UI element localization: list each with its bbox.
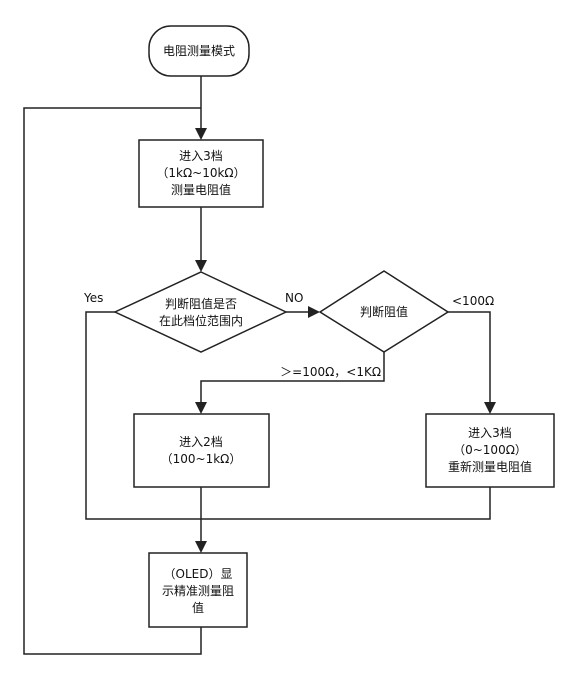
range3-high-line1: 进入3档 xyxy=(179,149,223,163)
edge-label-no: NO xyxy=(285,291,303,305)
range2-line1: 进入2档 xyxy=(179,435,223,449)
arrow-head xyxy=(195,402,207,414)
display-line3: 值 xyxy=(192,600,204,615)
edge-value-to-range3low xyxy=(448,311,491,402)
display-line1: （OLED）显 xyxy=(164,567,233,581)
display-box xyxy=(148,552,248,628)
check-value-diamond xyxy=(318,270,450,353)
range3-low-box xyxy=(425,413,555,488)
arrow-head xyxy=(308,306,320,318)
arrow-head xyxy=(195,128,207,140)
connectors: check_value --> display (via left/bottom… xyxy=(23,76,496,655)
check-in-range-line1: 判断阻值是否 xyxy=(165,296,237,311)
edge-display-loop xyxy=(23,107,202,655)
edge-label-mid-range: ＞=100Ω，<1KΩ xyxy=(280,365,381,379)
start-label: 电阻测量模式 xyxy=(163,44,235,58)
check-value-label: 判断阻值 xyxy=(360,304,408,319)
range3-low-line3: 重新测量电阻值 xyxy=(448,459,532,474)
edge-range3low-to-bus xyxy=(201,487,491,520)
edge-value-to-range2 xyxy=(200,352,385,402)
check-in-range-line2: 在此档位范围内 xyxy=(159,313,243,328)
range3-high-line3: 测量电阻值 xyxy=(171,182,231,197)
check-in-range-diamond xyxy=(113,271,288,353)
range2-line2: （100~1kΩ） xyxy=(161,452,242,466)
arrow-head xyxy=(195,260,207,272)
arrow-head xyxy=(484,402,496,414)
range3-low-line1: 进入3档 xyxy=(468,426,512,440)
arrow-head xyxy=(195,541,207,553)
edge-label-yes: Yes xyxy=(83,291,103,305)
edge-check-yes xyxy=(85,311,201,520)
range3-high-line2: （1kΩ~10kΩ） xyxy=(156,166,245,180)
display-line2: 示精准测量阻 xyxy=(162,584,234,598)
start-terminal xyxy=(148,25,250,77)
range3-low-line2: （0~100Ω） xyxy=(453,443,527,457)
range3-high-box xyxy=(138,139,264,208)
range2-box xyxy=(133,413,270,488)
edge-label-low-range: <100Ω xyxy=(452,294,494,308)
